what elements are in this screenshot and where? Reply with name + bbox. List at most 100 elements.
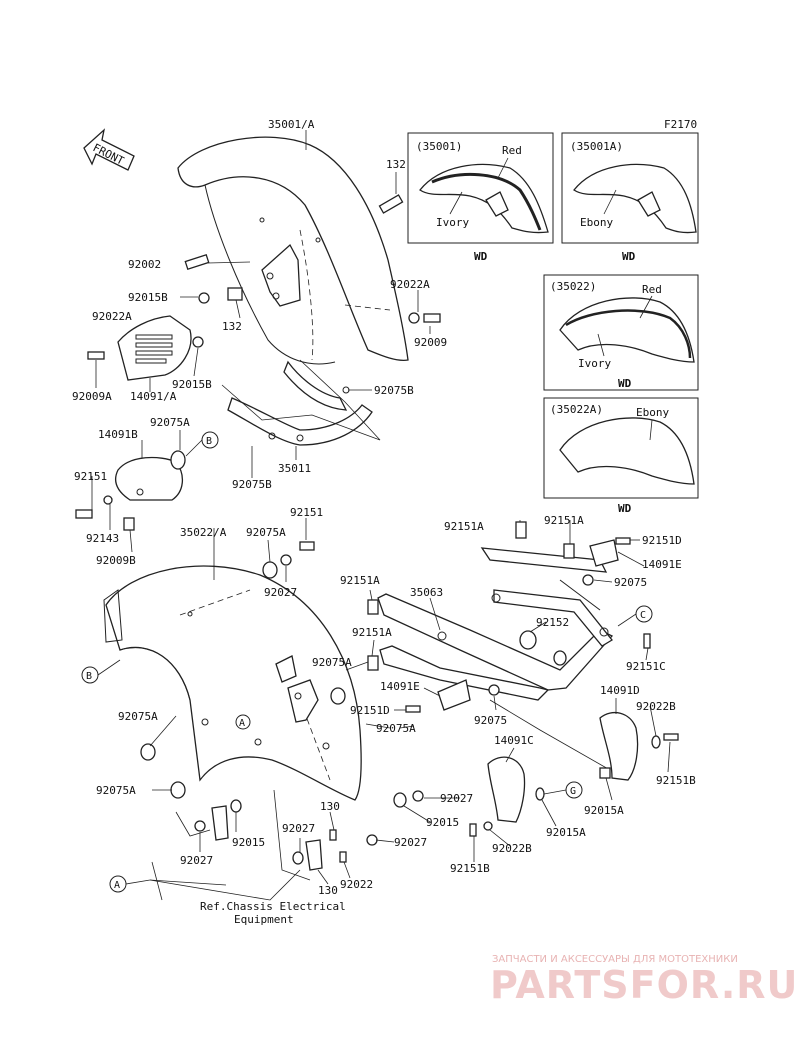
part-label-92022B-top: 92022B <box>636 700 676 713</box>
variant-box-35001 <box>407 132 554 244</box>
part-label-92075-lower: 92075 <box>474 714 507 727</box>
part-label-92002: 92002 <box>128 258 161 271</box>
bolt-92151D-lower <box>405 705 421 713</box>
variant-3-color-ivory: Ivory <box>578 357 611 370</box>
part-label-130-top: 130 <box>320 800 340 813</box>
variant-1-color-red: Red <box>502 144 522 157</box>
part-label-132-mid: 132 <box>222 320 242 333</box>
screw-130-top <box>329 829 337 841</box>
variant-box-35022 <box>543 274 699 391</box>
part-label-92022: 92022 <box>340 878 373 891</box>
part-label-14091C: 14091C <box>494 734 534 747</box>
spacer-92015A-c <box>535 787 545 801</box>
part-label-92075B-right: 92075B <box>374 384 414 397</box>
part-label-14091E-lower: 14091E <box>380 680 420 693</box>
bolt-92009B <box>123 517 135 531</box>
collar-92075-stay <box>553 650 567 666</box>
part-label-130-bottom: 130 <box>318 884 338 897</box>
svg-text:B: B <box>86 671 92 682</box>
washer-92027-lower <box>366 834 378 846</box>
part-label-92022B-bottom: 92022B <box>492 842 532 855</box>
bolt-132-top <box>378 194 404 214</box>
part-label-92015A-left: 92015A <box>546 826 586 839</box>
variant-1-color-ivory: Ivory <box>436 216 469 229</box>
grommet-92152 <box>519 630 537 650</box>
part-label-92075-top: 92075 <box>614 576 647 589</box>
variant-box-35001A <box>561 132 699 244</box>
part-label-92015-right: 92015 <box>426 816 459 829</box>
front-cover-14091A <box>117 315 192 381</box>
figure-code: F2170 <box>664 118 697 131</box>
part-label-92027-lower: 92027 <box>394 836 427 849</box>
part-label-92009A: 92009A <box>72 390 112 403</box>
bolt-92022 <box>339 851 347 863</box>
callout-C: C <box>635 605 653 623</box>
bracket-14091E-lower <box>437 679 471 711</box>
cover-14091C <box>487 756 526 823</box>
part-label-132-top: 132 <box>386 158 406 171</box>
part-label-35011: 35011 <box>278 462 311 475</box>
variant-1-region: WD <box>474 250 488 263</box>
bolt-92151A-stay-b <box>367 655 379 671</box>
part-label-92015B-top: 92015B <box>128 291 168 304</box>
washer-92022B-d <box>651 735 661 749</box>
bolt-92002 <box>184 253 210 271</box>
washer-92015B-bottom <box>192 336 204 348</box>
part-label-35022A: 35022/A <box>180 526 227 539</box>
part-label-92075A-rear-mid: 92075A <box>312 656 352 669</box>
part-label-92075A-rear-lower: 92075A <box>96 784 136 797</box>
part-label-92022A-left: 92022A <box>92 310 132 323</box>
part-label-92027-rear-top: 92027 <box>264 586 297 599</box>
part-label-92143: 92143 <box>86 532 119 545</box>
part-label-92075A-b: 92075A <box>150 416 190 429</box>
part-label-92015B-bottom: 92015B <box>172 378 212 391</box>
part-label-92075A-rear-left: 92075A <box>118 710 158 723</box>
rear-fender-35022 <box>103 565 362 801</box>
front-fender-stay-35011 <box>227 360 373 446</box>
bolt-92151-a <box>75 509 93 519</box>
part-label-14091A: 14091/A <box>130 390 177 403</box>
bolt-92151A-top <box>515 521 527 539</box>
bolt-92151C <box>643 633 651 649</box>
part-label-92151C: 92151C <box>626 660 666 673</box>
washer-92015B-top <box>198 292 210 304</box>
rear-fender-mount-plate <box>275 655 319 723</box>
callout-G: G <box>565 781 583 799</box>
variant-1-code: (35001) <box>416 140 462 153</box>
watermark-brand: PARTSFOR.RU <box>490 963 798 1007</box>
washer-92022B-c <box>483 821 493 831</box>
collar-92075-lower <box>488 684 500 696</box>
collar-92075A-rear-top <box>262 561 278 579</box>
watermark-tagline: ЗАПЧАСТИ И АКСЕССУАРЫ ДЛЯ МОТОТЕХНИКИ <box>492 954 738 965</box>
bracket-14091E-top <box>589 539 619 567</box>
svg-text:A: A <box>114 880 120 891</box>
part-label-92151D-lower: 92151D <box>350 704 390 717</box>
part-label-92151D-top: 92151D <box>642 534 682 547</box>
reference-note-line2: Equipment <box>234 913 294 926</box>
cover-14091D <box>599 711 639 781</box>
svg-text:A: A <box>239 718 245 729</box>
callout-A-bottom: A <box>109 875 127 893</box>
part-label-92075B-bottom: 92075B <box>232 478 272 491</box>
bolt-92151B-c <box>469 823 477 837</box>
part-label-92151A-stay-a: 92151A <box>340 574 380 587</box>
svg-text:B: B <box>206 436 212 447</box>
part-label-92151-rear-top: 92151 <box>290 506 323 519</box>
bolt-92009A <box>87 351 105 360</box>
variant-2-code: (35001A) <box>570 140 623 153</box>
variant-2-color-ebony: Ebony <box>580 216 613 229</box>
part-label-14091E-top: 14091E <box>642 558 682 571</box>
svg-text:C: C <box>640 610 646 621</box>
variant-box-35022A <box>543 397 699 499</box>
bolt-92151A-stay-a <box>367 599 379 615</box>
part-label-92151A-stay-b: 92151A <box>352 626 392 639</box>
variant-2-region: WD <box>622 250 636 263</box>
front-fender <box>177 136 409 365</box>
callout-A-rear: A <box>235 714 251 730</box>
spacer-92015A-d <box>599 767 611 779</box>
part-label-92009B: 92009B <box>96 554 136 567</box>
part-label-92151-left: 92151 <box>74 470 107 483</box>
reference-note-line1: Ref.Chassis Electrical <box>200 900 346 913</box>
